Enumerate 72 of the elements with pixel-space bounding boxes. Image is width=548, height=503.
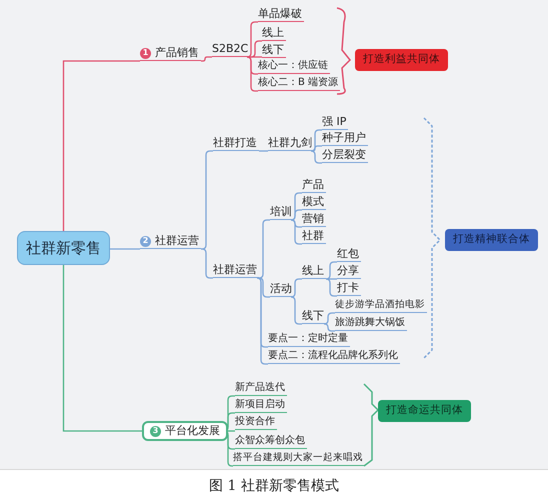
branch-line <box>290 219 302 245</box>
branch-line <box>62 265 142 432</box>
number-badge: 1 <box>140 48 151 58</box>
topic-underline <box>140 46 201 61</box>
branch-line <box>201 248 213 279</box>
topic-text: 平台化发展 <box>165 422 220 439</box>
topic-text: 打卡 <box>337 281 359 295</box>
topic-text: 线下 <box>302 309 324 323</box>
topic-text: 新产品迭代 <box>235 381 285 395</box>
topic-text: 产品 <box>302 178 324 192</box>
branch-line <box>310 129 322 152</box>
topic-text: 种子用户 <box>322 131 366 145</box>
topic-text: 红包 <box>337 247 359 261</box>
topic-text: 单品爆破 <box>258 7 302 21</box>
topic-text: 旅游跳舞大锅饭 <box>335 316 405 330</box>
branch-line <box>201 150 213 250</box>
topic-text: 社群运营 <box>213 263 257 277</box>
topic-text: 投资合作 <box>235 415 275 429</box>
branch-line <box>312 145 322 152</box>
topic-text: 核心二：B 端资源 <box>258 76 338 90</box>
goal-tag: 打造命运共同体 <box>378 400 471 422</box>
topic-text: 营销 <box>302 212 324 226</box>
topic-text: 活动 <box>270 282 292 296</box>
branch-line <box>325 261 337 280</box>
branch-line <box>246 21 258 58</box>
topic-text: 线下 <box>262 43 284 57</box>
branch-line <box>201 56 212 62</box>
topic-text: 模式 <box>302 195 324 209</box>
goal-tag: 打造精神联合体 <box>445 229 538 251</box>
branch-line <box>326 278 337 280</box>
topic-text: 搭平台建规则大家一起来唱戏 <box>233 451 363 465</box>
branch-line <box>246 56 258 92</box>
topic-text: 社群运营 <box>155 234 199 248</box>
branch-line <box>258 277 270 298</box>
number-badge: 2 <box>140 236 151 246</box>
topic-text: 产品销售 <box>155 46 199 60</box>
root-topic: 社群新零售 <box>17 231 110 265</box>
branch-line <box>290 278 302 298</box>
topic-text: 线上 <box>262 26 284 40</box>
topic-text: 要点二：流程化品牌化系列化 <box>268 349 398 363</box>
topic-text: 社群打造 <box>213 136 257 150</box>
topic-text: 分层裂变 <box>322 148 366 162</box>
topic-text: 线上 <box>302 264 324 278</box>
branch-line <box>250 56 262 58</box>
topic-text: 新项目启动 <box>235 398 285 412</box>
number-badge: 3 <box>150 426 161 436</box>
topic-text: 强 IP <box>322 115 346 129</box>
branch-topic <box>142 421 228 441</box>
branch-line <box>310 150 322 164</box>
branch-line <box>324 323 335 332</box>
topic-text: 核心一：供应链 <box>258 59 328 73</box>
topic-text: 社群 <box>302 229 324 243</box>
topic-text: 众智众筹创众包 <box>235 434 305 448</box>
branch-line <box>256 277 268 365</box>
caption: 图 1 社群新零售模式 <box>208 477 340 496</box>
topic-text: S2B2C <box>212 42 248 56</box>
branch-line <box>290 296 302 325</box>
goal-tag: 打造利益共同体 <box>355 49 448 71</box>
branch-line <box>325 278 337 297</box>
topic-text: 徒步游学品酒拍电影 <box>335 298 425 312</box>
topic-underline <box>140 234 201 249</box>
topic-text: 要点一：定时定量 <box>268 332 348 346</box>
topic-text: 培训 <box>270 205 292 219</box>
topic-text: 分享 <box>337 264 359 278</box>
branch-line <box>290 209 302 221</box>
branch-line <box>258 219 270 279</box>
branch-line <box>323 312 335 325</box>
branch-line <box>250 40 262 58</box>
branch-line <box>259 150 268 152</box>
branch-line <box>62 60 140 231</box>
topic-text: 社群九剑 <box>268 136 312 150</box>
branch-line <box>110 248 140 250</box>
